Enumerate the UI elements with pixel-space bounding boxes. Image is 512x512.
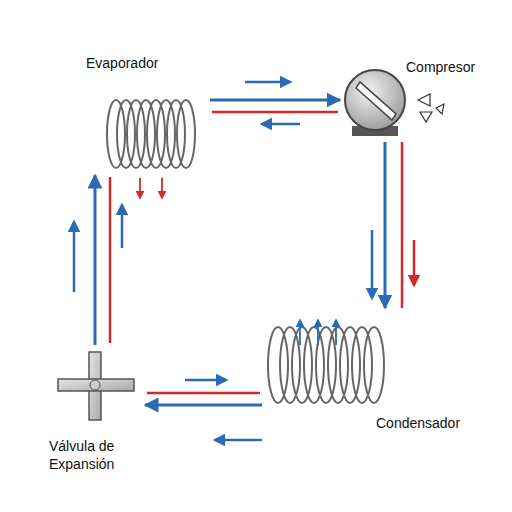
coil-loop <box>304 327 324 403</box>
valve-hub <box>90 380 100 390</box>
coil-loop <box>340 327 360 403</box>
flow-arrow <box>317 320 319 345</box>
flow-arrow <box>215 439 262 442</box>
flow-arrow <box>299 320 301 345</box>
red-pipe <box>212 111 338 114</box>
component-label: Evaporador <box>86 54 158 72</box>
condenser-coil <box>268 327 384 403</box>
flow-arrow <box>371 230 374 298</box>
coil-loop <box>268 327 288 403</box>
compressor-symbol <box>345 70 444 136</box>
component-label: Compresor <box>406 58 475 76</box>
valve-symbol <box>58 352 134 420</box>
flow-arrow <box>335 320 337 345</box>
coil-loop <box>292 327 312 403</box>
coil-loop <box>316 327 336 403</box>
flow-arrow <box>139 178 141 198</box>
refrigerant-pipe <box>210 99 340 102</box>
refrigerant-pipe <box>94 175 97 345</box>
compressor-band <box>356 82 396 120</box>
flow-arrow <box>413 240 416 285</box>
coil-loop <box>280 327 300 403</box>
component-label: Válvula de Expansión <box>49 437 141 473</box>
sound-mark <box>436 104 444 114</box>
coil-loop <box>177 100 195 168</box>
red-pipe <box>401 142 404 308</box>
coil-loop <box>364 327 384 403</box>
refrigerant-pipe <box>384 142 387 308</box>
flow-arrow <box>121 205 124 248</box>
flow-arrow <box>73 222 76 292</box>
flow-arrow <box>262 123 300 126</box>
refrigerant-pipe <box>145 404 262 407</box>
valve-bar <box>89 352 101 420</box>
flow-arrows <box>74 82 414 440</box>
compressor-body <box>345 70 405 130</box>
flow-arrow <box>245 81 290 84</box>
condenser: Condensador <box>262 308 477 436</box>
flow-arrow <box>185 379 226 382</box>
sound-mark <box>418 94 430 106</box>
flow-arrow <box>161 178 163 198</box>
compressor: Compresor <box>340 56 490 142</box>
red-pipe <box>147 392 260 395</box>
component-label: Condensador <box>376 414 460 432</box>
coil-loop <box>328 327 348 403</box>
valve-bar <box>58 379 134 391</box>
red-pipe <box>109 177 112 343</box>
sound-mark <box>420 112 432 122</box>
expansion-valve: Válvula de Expansión <box>45 345 145 480</box>
evaporator: Evaporador <box>80 52 210 175</box>
evaporator-coil <box>107 100 195 168</box>
coil-loop <box>352 327 372 403</box>
